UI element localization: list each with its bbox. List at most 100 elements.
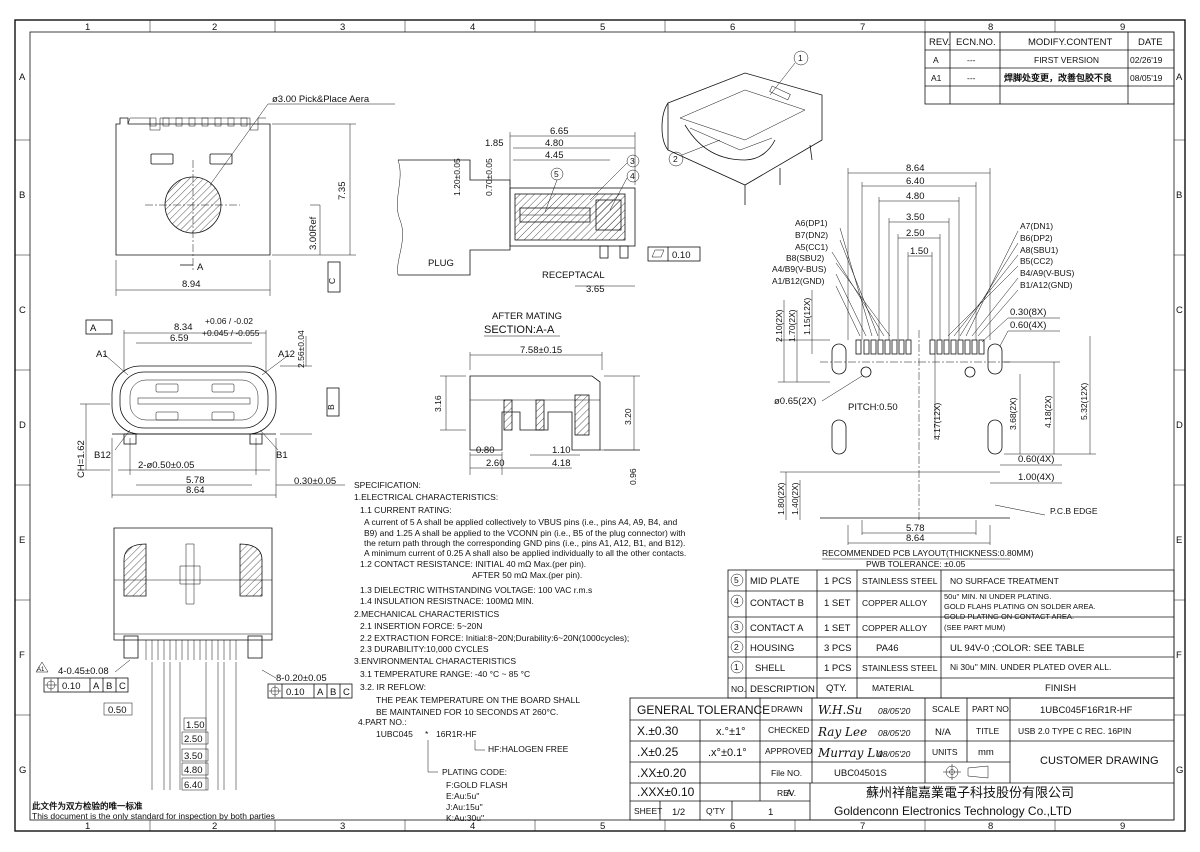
dim-480: 4.80 bbox=[184, 765, 203, 776]
bom-finish: UL 94V-0 ;COLOR: SEE TABLE bbox=[950, 643, 1084, 654]
pcb-dim: 3.68(2X) bbox=[1008, 397, 1018, 430]
pin-a12: A12 bbox=[278, 349, 295, 360]
spec-line: 1.3 DIELECTRIC WITHSTANDING VOLTAGE: 100… bbox=[360, 585, 592, 595]
pcb-dim: 0.60(4X) bbox=[1018, 454, 1054, 465]
pcb-dim: 8.64 bbox=[906, 163, 925, 174]
row-label: A bbox=[1176, 72, 1183, 83]
company-name-cn: 蘇州祥龍嘉業電子科技股份有限公司 bbox=[866, 785, 1074, 800]
dim-365: 3.65 bbox=[586, 284, 605, 295]
plug-label: PLUG bbox=[428, 258, 454, 269]
spec-line: 1.4 INSULATION RESISTNACE: 100MΩ MIN. bbox=[360, 596, 534, 606]
bom-qty: 1 SET bbox=[824, 623, 851, 634]
company-name-en: Goldenconn Electronics Technology Co.,LT… bbox=[834, 804, 1072, 818]
customer-drawing: CUSTOMER DRAWING bbox=[1040, 755, 1159, 767]
dim-260: 2.60 bbox=[486, 458, 505, 469]
section-title-1: AFTER MATING bbox=[492, 311, 562, 322]
callout-number: 4 bbox=[630, 171, 635, 181]
partno-star: * bbox=[425, 729, 429, 739]
bom-header-no: NO. bbox=[731, 684, 746, 694]
pin-label-right: A7(DN1) bbox=[1020, 221, 1053, 231]
bom-no: 5 bbox=[734, 575, 739, 585]
tol-left: 0.10 bbox=[62, 681, 81, 692]
tol-angle: x.°±1° bbox=[716, 726, 746, 738]
spec-line: 3.ENVIRONMENTAL CHARACTERISTICS bbox=[354, 656, 516, 666]
height-dim: 7.35 bbox=[337, 182, 348, 201]
col-label: 2 bbox=[212, 22, 217, 33]
approved-label: APPROVED bbox=[765, 746, 812, 756]
col-label: 8 bbox=[988, 821, 993, 832]
side-section-view: PLUG RECEPTACAL 6.65 1.85 4.80 4.45 1.20… bbox=[397, 126, 701, 295]
pcb-dim: 4.80 bbox=[906, 191, 925, 202]
pcb-dim: 8.64 bbox=[906, 533, 925, 544]
bom-finish: GOLD PLATING ON CONTACT AREA. bbox=[944, 612, 1074, 621]
datum-cell: C bbox=[343, 687, 350, 698]
bom-finish: 50u'' MIN. NI UNDER PLATING. bbox=[944, 592, 1051, 601]
col-label: 6 bbox=[730, 821, 735, 832]
row-label: D bbox=[1176, 420, 1183, 431]
dim-659: 6.59 bbox=[170, 333, 189, 344]
general-tolerance-label: GENERAL TOLERANCE bbox=[637, 703, 770, 717]
fileno-value: UBC04501S bbox=[834, 768, 887, 779]
row-label: B bbox=[1176, 190, 1182, 201]
dim-864: 8.64 bbox=[186, 485, 205, 496]
bom-finish: Ni 30u'' MIN. UNDER PLATED OVER ALL. bbox=[950, 662, 1111, 672]
tol-value: X.±0.30 bbox=[637, 724, 679, 738]
dim-418: 4.18 bbox=[552, 458, 571, 469]
dim-150: 1.50 bbox=[186, 720, 205, 731]
frame-row-markers: A B C D E F G A B C D E F G bbox=[15, 72, 1185, 776]
spec-line: B9) and 1.25 A shall be applied to the V… bbox=[364, 528, 686, 538]
pitch-dim: PITCH:0.50 bbox=[848, 402, 898, 413]
bom-desc: HOUSING bbox=[750, 643, 794, 654]
bom-qty: 1 SET bbox=[824, 598, 851, 609]
receptacal-label: RECEPTACAL bbox=[542, 270, 605, 281]
col-label: 5 bbox=[600, 821, 605, 832]
rev-label: REV. bbox=[777, 788, 796, 798]
row-label: B bbox=[19, 190, 25, 201]
top-view: ø3.00 Pick&Place Aera 7.35 3.00Ref 8.94 … bbox=[115, 94, 395, 296]
bom-desc: SHELL bbox=[755, 663, 785, 674]
dim-316: 3.16 bbox=[433, 395, 443, 412]
pin-label-left: B8(SBU2) bbox=[786, 253, 824, 263]
spec-line: 2.3 DURABILITY:10,000 CYCLES bbox=[360, 644, 489, 654]
datum-cell: A bbox=[317, 687, 324, 698]
checked-label: CHECKED bbox=[768, 725, 810, 735]
bom-no: 3 bbox=[734, 622, 739, 632]
ref-dim: 3.00Ref bbox=[308, 216, 319, 250]
revision-table: REV. ECN.NO. MODIFY.CONTENT DATE A --- F… bbox=[924, 31, 1175, 105]
date-cell: 08/05'19 bbox=[1130, 73, 1163, 83]
tol-right: 0.10 bbox=[286, 687, 305, 698]
pin-label-right: B5(CC2) bbox=[1020, 256, 1053, 266]
rev-value: A bbox=[786, 788, 793, 799]
pcb-dim: 1.70(2X) bbox=[787, 309, 797, 342]
bom-qty: 1 PCS bbox=[824, 663, 851, 674]
sheet-value: 1/2 bbox=[672, 807, 685, 818]
pins-right-dim: 8-0.20±0.05 bbox=[276, 673, 327, 684]
plating-code: F:GOLD FLASH bbox=[446, 780, 507, 790]
flatness-value: 0.10 bbox=[672, 250, 691, 261]
tol-value: .X±0.25 bbox=[637, 745, 679, 759]
holes-dim: 2-ø0.50±0.05 bbox=[138, 460, 194, 471]
partno-label: PART NO. bbox=[972, 704, 1011, 714]
dim-110: 1.10 bbox=[552, 445, 571, 456]
plating-code: J:Au:15u'' bbox=[446, 802, 483, 812]
datum-a: A bbox=[90, 323, 97, 334]
rev-tag: A1 bbox=[37, 667, 45, 673]
tol-659: +0.045 / -0.055 bbox=[202, 328, 260, 338]
row-label: G bbox=[19, 765, 26, 776]
title-value: USB 2.0 TYPE C REC. 16PIN bbox=[1018, 726, 1131, 736]
drawn-name: W.H.Su bbox=[818, 703, 862, 717]
projection-symbol bbox=[943, 764, 989, 780]
partno-base: 1UBC045 bbox=[376, 729, 413, 739]
dim-096: 0.96 bbox=[628, 468, 638, 485]
bom-table: 5 MID PLATE 1 PCS STAINLESS STEEL NO SUR… bbox=[727, 569, 1175, 699]
pin-b1: B1 bbox=[276, 450, 288, 461]
qty-value: 1 bbox=[768, 807, 773, 818]
bom-no: 2 bbox=[734, 642, 739, 652]
plating-title: PLATING CODE: bbox=[442, 767, 507, 777]
bom-row: 4 CONTACT B 1 SET COPPER ALLOY 50u'' MIN… bbox=[730, 592, 1096, 621]
dim-320: 3.20 bbox=[623, 408, 633, 425]
spec-line: THE PEAK TEMPERATURE ON THE BOARD SHALL bbox=[376, 695, 580, 705]
bom-material: COPPER ALLOY bbox=[862, 623, 928, 633]
dim-256: 2.56±0.04 bbox=[296, 330, 306, 368]
